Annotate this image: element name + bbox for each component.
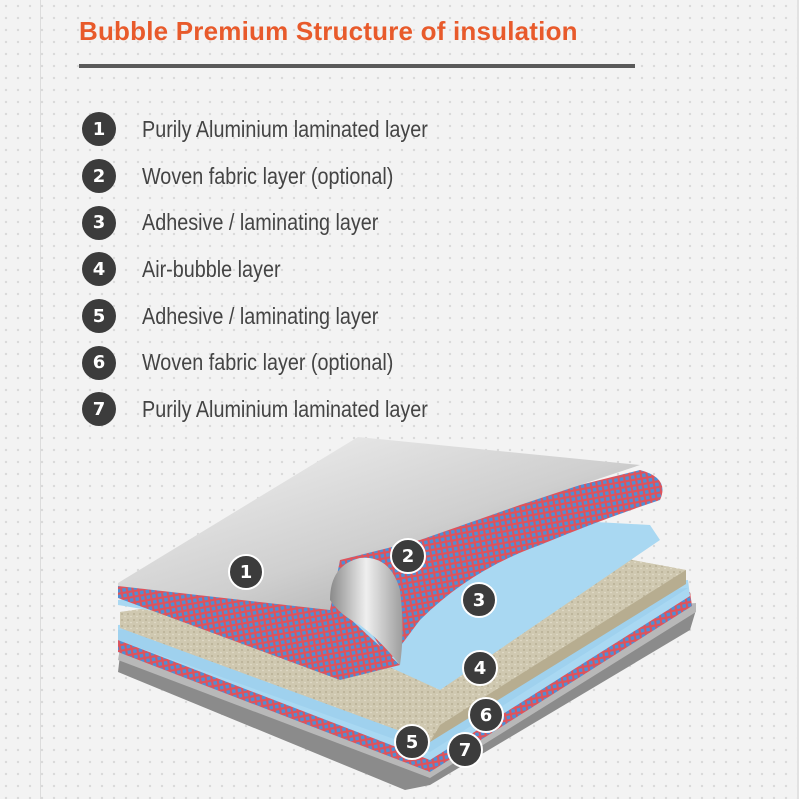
callout-badge: 4 xyxy=(462,650,498,686)
legend-item: 5 Adhesive / laminating layer xyxy=(82,293,474,340)
page-title: Bubble Premium Structure of insulation xyxy=(79,16,578,46)
callout-badge: 6 xyxy=(468,697,504,733)
legend-item: 2 Woven fabric layer (optional) xyxy=(82,153,474,200)
callout-number: 4 xyxy=(474,658,487,679)
callout-number: 6 xyxy=(480,705,493,726)
left-border-line xyxy=(40,0,41,799)
callout-number: 5 xyxy=(406,732,419,753)
number-badge: 7 xyxy=(82,392,116,427)
legend-label: Woven fabric layer (optional) xyxy=(142,162,394,189)
legend-item: 3 Adhesive / laminating layer xyxy=(82,199,474,246)
number-badge: 2 xyxy=(82,159,116,194)
legend-label: Adhesive / laminating layer xyxy=(142,302,379,329)
number-badge: 3 xyxy=(82,205,116,240)
legend-label: Woven fabric layer (optional) xyxy=(142,349,394,376)
legend-label: Air-bubble layer xyxy=(142,255,281,282)
legend-label: Adhesive / laminating layer xyxy=(142,209,379,236)
callout-number: 2 xyxy=(402,546,415,567)
legend-item: 1 Purily Aluminium laminated layer xyxy=(82,106,474,153)
legend-item: 7 Purily Aluminium laminated layer xyxy=(82,386,474,433)
legend-label: Purily Aluminium laminated layer xyxy=(142,115,428,142)
callout-badge: 7 xyxy=(447,732,483,768)
number-badge: 5 xyxy=(82,299,116,334)
number-badge: 6 xyxy=(82,345,116,380)
callout-number: 7 xyxy=(459,740,472,761)
callout-number: 1 xyxy=(240,562,253,583)
number-badge: 1 xyxy=(82,112,116,147)
legend-item: 6 Woven fabric layer (optional) xyxy=(82,339,474,386)
callout-badge: 2 xyxy=(390,538,426,574)
callout-number: 3 xyxy=(473,590,486,611)
title-underline xyxy=(79,64,635,68)
layer-structure-diagram: 1 2 3 4 6 5 7 xyxy=(118,437,696,790)
layer-legend: 1 Purily Aluminium laminated layer 2 Wov… xyxy=(82,106,474,433)
legend-item: 4 Air-bubble layer xyxy=(82,246,474,293)
legend-label: Purily Aluminium laminated layer xyxy=(142,395,428,422)
number-badge: 4 xyxy=(82,252,116,287)
callout-badge: 1 xyxy=(228,554,264,590)
callout-badge: 3 xyxy=(461,582,497,618)
callout-badge: 5 xyxy=(394,724,430,760)
